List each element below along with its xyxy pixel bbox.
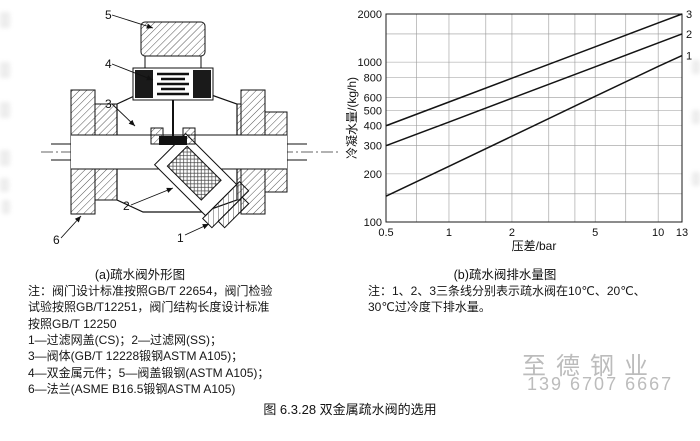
bleed-artifact [0,178,9,192]
bleed-artifact [692,110,700,124]
notes-left: 注：阀门设计标准按照GB/T 22654，阀门检验 试验按照GB/T12251，… [28,283,358,397]
bleed-artifact [2,200,10,214]
bimetal-discs [157,72,189,96]
series-line-1 [385,54,683,197]
bleed-artifact [0,62,10,78]
top-cap [140,21,206,57]
watermark-phone: 139 6707 6667 [527,374,674,394]
callout-4: 4 [105,57,112,71]
note-line: 试验按照GB/T12251，阀门结构长度设计标准 [28,300,270,315]
callout-6: 6 [53,233,60,247]
valve-panel-caption: (a)疏水阀外形图 [94,268,186,282]
y-axis-label: 冷凝水量/(kg/h) [344,77,359,159]
series-label-3: 3 [686,9,692,21]
valve-drawing: 5 4 3 2 1 6 [41,8,341,247]
note-line: 注：1、2、3三条线分别表示疏水阀在10℃、20℃、 [368,284,646,298]
watermark-company: 至德钢业 [522,353,658,380]
note-line: 30℃过冷度下排水量。 [368,300,491,315]
plot-frame [385,13,683,223]
series-line-2 [385,33,683,147]
notes-right: 注：1、2、3三条线分别表示疏水阀在10℃、20℃、 30℃过冷度下排水量。 [368,283,696,316]
x-tick-label: 10 [652,227,664,239]
y-tick-label: 600 [364,93,382,105]
callout-leaders [60,14,210,239]
note-line: 4—双金属元件；5—阀盖锻钢(ASTM A105)； [28,365,270,380]
bleed-artifact [692,60,700,74]
note-line: 3—阀体(GB/T 12228锻钢ASTM A105)； [28,349,244,364]
valve-seat [150,100,196,145]
bonnet-assembly [132,21,214,101]
bleed-artifact [692,172,700,186]
y-tick-label: 400 [364,121,382,133]
x-tick-label: 0.5 [378,227,393,239]
y-tick-label: 200 [364,169,382,181]
callout-1: 1 [177,231,184,245]
series-label-1: 1 [686,51,692,63]
y-tick-label: 300 [364,141,382,153]
series-line-3 [385,13,683,127]
note-line: 6—法兰(ASME B16.5锻钢ASTM A105) [28,381,236,396]
strainer-screen [166,145,222,201]
x-tick-label: 2 [509,227,515,239]
chart-panel-caption: (b)疏水阀排水量图 [453,268,557,282]
callout-3: 3 [105,97,112,111]
note-line: 按照GB/T 12250 [28,316,117,331]
callout-2: 2 [123,199,130,213]
series-label-2: 2 [686,29,692,41]
y-tick-label: 100 [364,217,382,229]
x-tick-label: 1 [446,227,452,239]
note-line: 1—过滤网盖(CS)；2—过滤网(SS)； [28,332,223,347]
y-tick-label: 1000 [358,57,382,69]
bleed-artifact [0,12,10,28]
x-tick-label: 5 [592,227,598,239]
bleed-artifact [0,150,10,166]
strainer-branch [153,132,250,229]
bleed-artifact [0,102,10,118]
note-line: 注：阀门设计标准按照GB/T 22654，阀门检验 [28,284,273,298]
y-tick-label: 500 [364,105,382,117]
x-tick-label: 13 [676,227,688,239]
y-tick-label: 800 [364,73,382,85]
y-tick-label: 2000 [358,9,382,21]
figure-caption: 图 6.3.28 双金属疏水阀的选用 [263,402,437,417]
x-axis-label: 压差/bar [512,239,557,253]
callout-5: 5 [105,8,112,22]
